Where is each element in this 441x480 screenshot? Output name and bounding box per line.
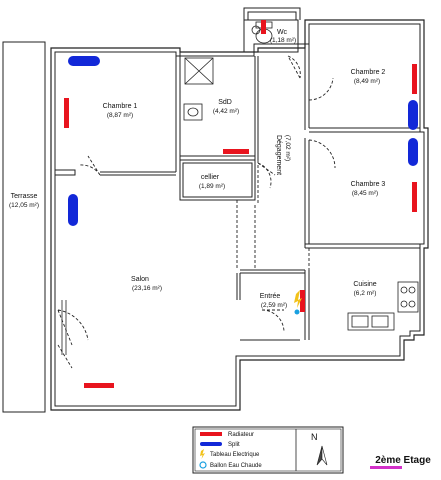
kitchen-sink [347, 312, 395, 331]
room-area: (8,49 m²) [354, 78, 380, 85]
floor-label-underline [370, 466, 402, 469]
room-area: (1,18 m²) [270, 37, 296, 44]
electrical-panel-icon [294, 290, 302, 315]
walls [2, 7, 429, 413]
fixtures [61, 21, 419, 355]
room-name: Dégagement [275, 135, 282, 175]
washbasin [183, 103, 203, 121]
water-heater-icon [251, 25, 261, 35]
room-name: Salon [131, 276, 149, 283]
room-area: (23,16 m²) [132, 285, 162, 292]
room-labels: Terrasse (12,05 m²) Chambre 1 (8,87 m²) … [9, 29, 385, 309]
cooktop [397, 281, 419, 313]
room-area: (2,59 m²) [261, 302, 287, 309]
room-area: (7,02 m²) [284, 135, 291, 161]
split-unit [408, 100, 418, 130]
water-heater-legend-icon [199, 461, 207, 469]
room-name: Chambre 2 [351, 69, 386, 76]
floor-label: 2ème Etage [375, 455, 431, 466]
radiator [300, 290, 305, 312]
room-name: Chambre 3 [351, 181, 386, 188]
room-area: (1,89 m²) [199, 183, 225, 190]
room-name: Entrée [260, 293, 281, 300]
room-area: (6,2 m²) [354, 290, 377, 297]
dashed-openings [44, 115, 310, 270]
room-area: (8,87 m²) [107, 112, 133, 119]
room-area: (4,42 m²) [213, 108, 239, 115]
split-unit [68, 56, 100, 66]
splits [68, 56, 418, 226]
legend-label: Ballon Eau Chaude [210, 463, 262, 469]
radiator [261, 20, 266, 34]
legend: Radiateur Split Tableau Electrique Ballo… [192, 426, 344, 474]
room-area: (12,05 m²) [9, 202, 39, 209]
radiator [64, 98, 69, 128]
radiator [412, 64, 417, 94]
radiators [64, 20, 417, 388]
room-name: Wc [277, 29, 288, 36]
door-swings [57, 55, 336, 369]
room-name: Terrasse [11, 193, 38, 200]
room-name: Chambre 1 [103, 103, 138, 110]
room-name: SdD [218, 99, 232, 106]
room-name: cellier [201, 174, 220, 181]
bolt-icon [200, 449, 205, 459]
radiator [412, 182, 417, 212]
split-legend-swatch [200, 442, 222, 446]
legend-label: Split [228, 442, 240, 448]
radiator [223, 149, 249, 154]
radiator [84, 383, 114, 388]
room-name: Cuisine [353, 281, 376, 288]
split-unit [68, 194, 78, 226]
split-unit [408, 138, 418, 166]
legend-label: Radiateur [228, 432, 254, 438]
room-area: (8,45 m²) [352, 190, 378, 197]
north-label: N [311, 432, 318, 442]
shower-tray [184, 57, 214, 85]
legend-label: Tableau Electrique [210, 452, 260, 458]
radiator-legend-swatch [200, 432, 222, 436]
